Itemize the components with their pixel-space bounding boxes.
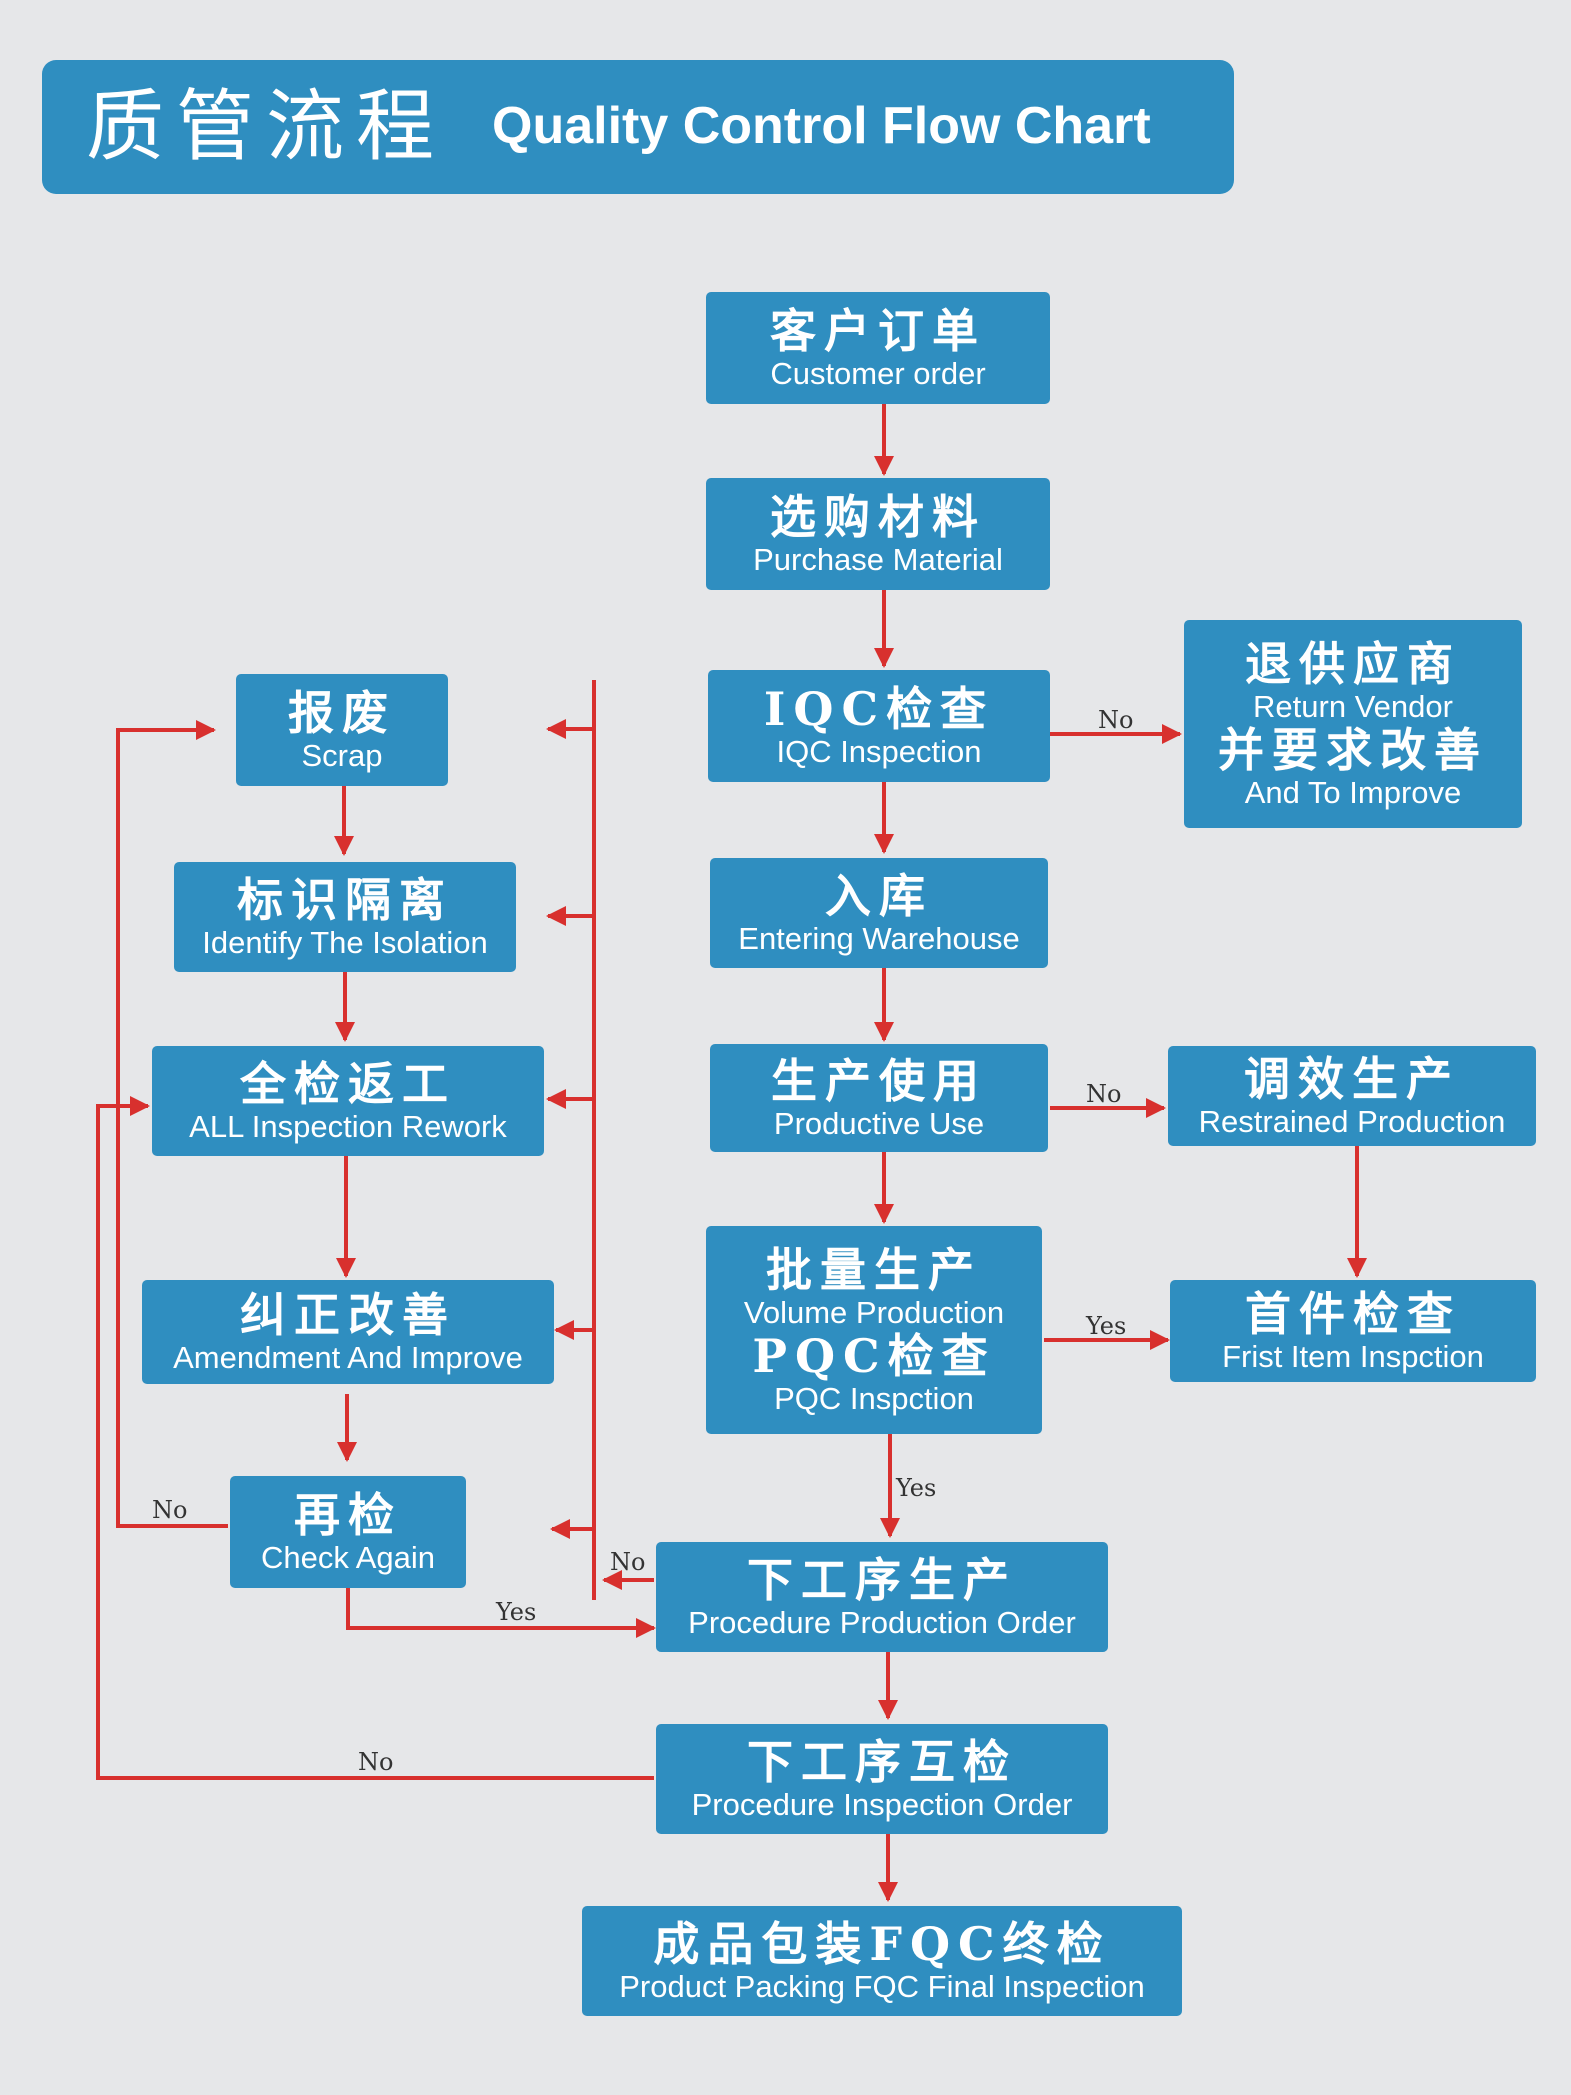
node-purchase-material: 选购材料 Purchase Material xyxy=(706,478,1050,590)
label-check-no: No xyxy=(152,1496,188,1524)
node-volume-production: 批量生产 Volume Production PQC检查 PQC Inspcti… xyxy=(706,1226,1042,1434)
node-return-vendor-en: Return Vendor xyxy=(1253,689,1453,724)
node-all-inspection-rework-en: ALL Inspection Rework xyxy=(189,1109,507,1144)
node-final-inspection: 成品包装FQC终检 Product Packing FQC Final Insp… xyxy=(582,1906,1182,2016)
node-entering-warehouse: 入库 Entering Warehouse xyxy=(710,858,1048,968)
node-check-again-zh: 再检 xyxy=(294,1488,402,1542)
label-iqc-no: No xyxy=(1098,706,1134,734)
label-production-no: No xyxy=(610,1548,646,1576)
node-volume-production-zh: 批量生产 xyxy=(766,1243,982,1297)
node-return-vendor-zh: 退供应商 xyxy=(1245,637,1461,691)
node-final-inspection-en: Product Packing FQC Final Inspection xyxy=(619,1969,1145,2004)
node-iqc-inspection: IQC检查 IQC Inspection xyxy=(708,670,1050,782)
node-amendment-improve-zh: 纠正改善 xyxy=(240,1288,456,1342)
node-check-again: 再检 Check Again xyxy=(230,1476,466,1588)
title-english: Quality Control Flow Chart xyxy=(492,97,1151,155)
node-procedure-production-en: Procedure Production Order xyxy=(688,1605,1076,1640)
label-pqc-yes: Yes xyxy=(896,1474,937,1502)
arrow-check-yes xyxy=(346,1588,656,1638)
node-volume-production-en: Volume Production xyxy=(743,1295,1005,1330)
node-procedure-inspection-en: Procedure Inspection Order xyxy=(691,1787,1073,1822)
node-all-inspection-rework-zh: 全检返工 xyxy=(240,1057,456,1111)
title-chinese: 质管流程 xyxy=(86,82,447,172)
node-check-again-en: Check Again xyxy=(260,1540,436,1575)
label-productive-no: No xyxy=(1086,1080,1122,1108)
node-identify-isolation: 标识隔离 Identify The Isolation xyxy=(174,862,516,972)
title-banner: 质管流程 Quality Control Flow Chart xyxy=(42,60,1234,194)
node-return-vendor-zh2: 并要求改善 xyxy=(1218,723,1488,777)
node-return-vendor-en2: And To Improve xyxy=(1244,775,1462,810)
node-scrap-zh: 报废 xyxy=(288,686,396,740)
node-identify-isolation-en: Identify The Isolation xyxy=(202,925,488,960)
node-customer-order: 客户订单 Customer order xyxy=(706,292,1050,404)
node-pqc-inspection-en: PQC Inspction xyxy=(774,1381,974,1416)
node-first-item-inspection: 首件检查 Frist Item Inspction xyxy=(1170,1280,1536,1382)
node-productive-use-en: Productive Use xyxy=(773,1106,985,1141)
node-purchase-material-en: Purchase Material xyxy=(753,542,1003,577)
node-productive-use-zh: 生产使用 xyxy=(771,1054,987,1108)
arrow-check-no xyxy=(116,720,228,1528)
node-iqc-inspection-en: IQC Inspection xyxy=(776,734,982,769)
node-procedure-inspection-zh: 下工序互检 xyxy=(747,1735,1017,1789)
label-volume-yes: Yes xyxy=(1086,1312,1127,1340)
node-procedure-inspection: 下工序互检 Procedure Inspection Order xyxy=(656,1724,1108,1834)
node-entering-warehouse-zh: 入库 xyxy=(825,869,933,923)
node-final-inspection-zh: 成品包装FQC终检 xyxy=(653,1917,1111,1971)
node-iqc-inspection-zh: IQC检查 xyxy=(763,682,995,736)
node-restrained-production: 调效生产 Restrained Production xyxy=(1168,1046,1536,1146)
node-restrained-production-zh: 调效生产 xyxy=(1244,1052,1460,1106)
node-amendment-improve: 纠正改善 Amendment And Improve xyxy=(142,1280,554,1384)
node-first-item-inspection-en: Frist Item Inspction xyxy=(1222,1339,1484,1374)
node-first-item-inspection-zh: 首件检查 xyxy=(1245,1287,1461,1341)
label-inspection-no: No xyxy=(358,1748,394,1776)
node-procedure-production-zh: 下工序生产 xyxy=(747,1553,1017,1607)
node-customer-order-zh: 客户订单 xyxy=(770,304,986,358)
node-customer-order-en: Customer order xyxy=(770,356,986,391)
node-scrap-en: Scrap xyxy=(301,738,383,773)
node-amendment-improve-en: Amendment And Improve xyxy=(173,1340,523,1375)
arrow-inspection-no xyxy=(96,1096,654,1780)
node-restrained-production-en: Restrained Production xyxy=(1198,1104,1506,1139)
node-scrap: 报废 Scrap xyxy=(236,674,448,786)
node-identify-isolation-zh: 标识隔离 xyxy=(237,873,453,927)
node-return-vendor: 退供应商 Return Vendor 并要求改善 And To Improve xyxy=(1184,620,1522,828)
node-pqc-inspection-zh: PQC检查 xyxy=(752,1329,996,1383)
node-procedure-production: 下工序生产 Procedure Production Order xyxy=(656,1542,1108,1652)
node-entering-warehouse-en: Entering Warehouse xyxy=(738,921,1020,956)
node-purchase-material-zh: 选购材料 xyxy=(770,490,986,544)
node-all-inspection-rework: 全检返工 ALL Inspection Rework xyxy=(152,1046,544,1156)
label-check-yes: Yes xyxy=(496,1598,537,1626)
node-productive-use: 生产使用 Productive Use xyxy=(710,1044,1048,1152)
